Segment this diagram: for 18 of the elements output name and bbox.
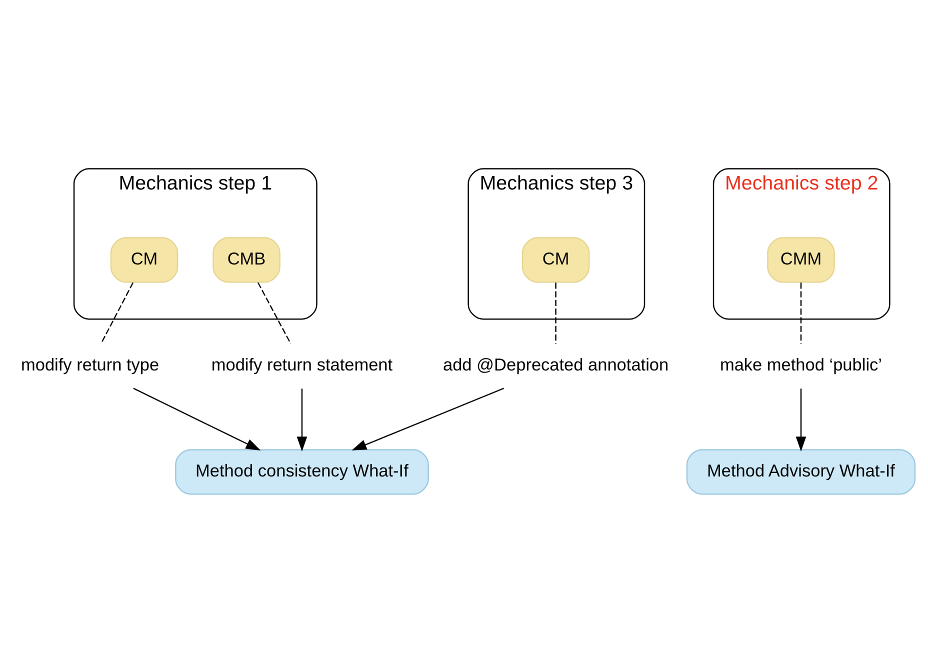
arrow [133, 387, 261, 450]
node-box: CM [522, 236, 590, 282]
node-box: CMB [212, 236, 280, 282]
connector [800, 282, 802, 344]
arrow [796, 388, 806, 451]
node-text: add @Deprecated annotation [442, 354, 669, 374]
node-box: CMM [767, 236, 835, 282]
node-box: CM [110, 236, 178, 282]
node-box: Method Advisory What-If [686, 448, 916, 494]
node-text: modify return type [21, 354, 160, 374]
node-text: modify return statement [211, 354, 393, 374]
arrow [352, 387, 504, 450]
connector [555, 282, 556, 344]
node-box: Method consistency What-If [175, 448, 429, 494]
arrow [296, 388, 308, 451]
node-text: make method ‘public’ [720, 354, 882, 374]
connector [257, 282, 292, 344]
connector [100, 282, 134, 344]
